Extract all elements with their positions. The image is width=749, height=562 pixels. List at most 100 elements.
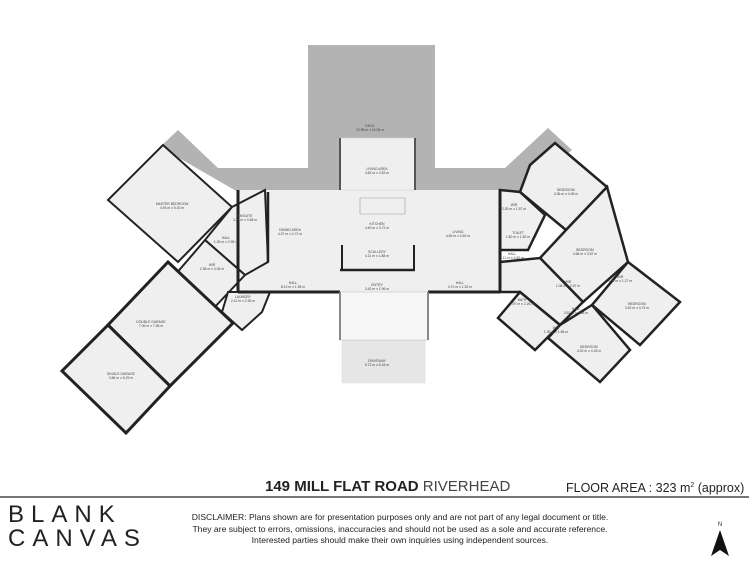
deck-surface (160, 45, 572, 192)
right-wing-room (496, 290, 562, 352)
room-name: WIR (553, 326, 560, 330)
left-wing-room (59, 322, 173, 436)
room-size: 2.97 m x 2.26 m (510, 302, 534, 306)
room-name: ENSUITE (238, 214, 253, 218)
room-size: 4.69 m x 4.82 m (446, 234, 470, 238)
living-area-floor (339, 137, 416, 191)
room-name: MASTER BEDROOM (156, 202, 189, 206)
room-size: 4.82 m x 3.53 m (365, 171, 389, 175)
room-name: DRIVEWAY (368, 359, 386, 363)
room-name: HALL (572, 307, 581, 311)
room-name: ENTRY (371, 283, 383, 287)
disclaimer: DISCLAIMER: Plans shown are for presenta… (191, 512, 609, 545)
room-size: 1.80 m x 1.82 m (506, 235, 530, 239)
room-name: DOUBLE GARAGE (136, 320, 166, 324)
room-name: HALL (222, 236, 231, 240)
room-name: KITCHEN (370, 222, 385, 226)
room-name: BEDROOM (628, 302, 646, 306)
entry-porch (339, 291, 429, 341)
room-size: 1.35 m x 1.88 m (544, 330, 568, 334)
room-name: SCULLERY (368, 250, 387, 254)
room-size: 2.38 m x 3.06 m (200, 267, 224, 271)
room-name: WIR (617, 275, 624, 279)
kitchen-island (359, 197, 406, 215)
room-name: HALL (508, 252, 517, 256)
right-wing-room (538, 184, 630, 304)
room-size: 1.39 m x 2.95 m (214, 240, 238, 244)
room-size: 5.72 m x 6.16 m (365, 363, 389, 367)
room-size: 4.40 m x 3.72 m (365, 226, 389, 230)
room-size: 2.12 m x 2.36 m (231, 299, 255, 303)
room-size: 2.35 m x 1.57 m (502, 207, 526, 211)
room-name: BEDROOM (576, 248, 594, 252)
room-name: BATH (518, 298, 527, 302)
right-wing-room (546, 303, 632, 384)
north-arrow-icon (711, 530, 729, 556)
room-size: 4.08 m x 1.27 m (608, 279, 632, 283)
north-compass: N (708, 522, 732, 560)
room-name: TOILET (512, 231, 524, 235)
room-name: HALL (289, 281, 298, 285)
room-name: WIR (565, 280, 572, 284)
room-name: DINING AREA (279, 228, 302, 232)
room-size: 3.52 m x 4.74 m (625, 306, 649, 310)
room-size: 1.08 m x 2.57 m (556, 284, 580, 288)
room-size: 4.36 m x 4.06 m (554, 192, 578, 196)
central-floor (238, 190, 500, 292)
room-size: 3.86 m x 5.29 m (109, 376, 133, 380)
divider (0, 496, 749, 498)
room-name: BEDROOM (580, 345, 598, 349)
room-size: 3.11 m x 4.80 m (500, 256, 524, 260)
floor-area: FLOOR AREA : 323 m2 (approx) (566, 481, 745, 495)
room-size: 4.11 m x 1.88 m (365, 254, 389, 258)
room-size: 7.06 m x 7.96 m (139, 324, 163, 328)
room-floors (59, 137, 682, 436)
room-name: HALL (456, 281, 465, 285)
room-size: 22.98 m x 16.08 m (356, 128, 384, 132)
room-size: 3.26 m x 3.68 m (233, 218, 257, 222)
room-size: 3.43 m x 1.96 m (365, 287, 389, 291)
room-name: SINGLE GARAGE (107, 372, 136, 376)
room-name: LAUNDRY (235, 295, 252, 299)
walls (236, 138, 502, 340)
deck-area (160, 45, 572, 192)
room-size: 4.70 m x 1.52 m (448, 285, 472, 289)
room-name: BEDROOM (557, 188, 575, 192)
room-name: WIR (209, 263, 216, 267)
left-wing-room (106, 143, 234, 264)
north-label: N (717, 522, 723, 528)
room-size: 8.13 m x 1.55 m (281, 285, 305, 289)
right-wing-room (590, 260, 682, 347)
property-address: 149 MILL FLAT ROAD RIVERHEAD (265, 478, 511, 495)
room-size: 3.68 m x 3.87 m (573, 252, 597, 256)
room-name: DECK (365, 124, 375, 128)
